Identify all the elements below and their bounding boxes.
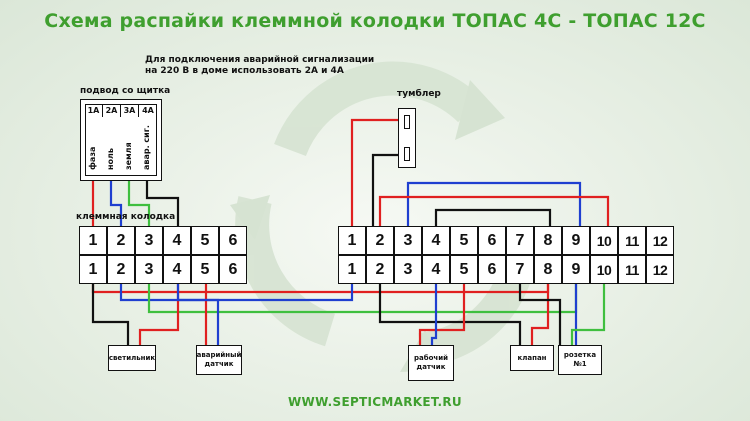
right-bottom-terminal-2: 2 — [366, 255, 394, 284]
supply-name-alarm: авар. сиг. — [142, 125, 151, 170]
device-lights: светильник — [108, 345, 156, 371]
supply-box — [80, 99, 162, 181]
right-bottom-terminal-1: 1 — [338, 255, 366, 284]
left-bottom-terminal-6: 6 — [219, 255, 247, 284]
right-bottom-terminal-7: 7 — [506, 255, 534, 284]
alarm-note-line-2: на 220 В в доме использовать 2А и 4А — [145, 66, 344, 76]
website-link[interactable]: WWW.SEPTICMARKET.RU — [288, 395, 462, 409]
right-top-jumpers — [378, 181, 610, 228]
supply-label: подвод со щитка — [80, 86, 171, 96]
left-bottom-terminal-2: 2 — [107, 255, 135, 284]
wire-earth — [127, 180, 151, 228]
left-bottom-terminal-3: 3 — [135, 255, 163, 284]
right-top-terminal-10: 10 — [590, 226, 618, 255]
device-work-sensor-line-2: датчик — [416, 363, 446, 371]
wire-rb-red — [418, 282, 466, 345]
wire-neutral — [109, 180, 123, 228]
supply-pin-3a: 3A — [121, 104, 139, 117]
toggle-contact-top — [404, 115, 410, 129]
terminal-label: клеммная колодка — [76, 212, 176, 222]
left-top-terminal-5: 5 — [191, 226, 219, 255]
wire-rb-green — [570, 282, 606, 345]
device-alarm-sensor-line-1: аварийный — [196, 351, 242, 359]
wire-lb-alarm-blue — [176, 282, 220, 345]
toggle-label: тумблер — [397, 89, 441, 99]
wire-toggle-red — [350, 118, 398, 228]
right-bottom-terminal-5: 5 — [450, 255, 478, 284]
toggle-wires — [350, 118, 398, 228]
wire-lb-black — [91, 282, 130, 345]
wire-rb-black2 — [518, 282, 562, 345]
right-bottom-terminal-3: 3 — [394, 255, 422, 284]
supply-wires — [91, 180, 180, 228]
device-socket: розетка №1 — [558, 345, 602, 375]
device-alarm-sensor: аварийный датчик — [196, 345, 242, 375]
right-top-terminal-6: 6 — [478, 226, 506, 255]
supply-name-earth: земля — [124, 142, 133, 170]
left-bottom-terminal-1: 1 — [79, 255, 107, 284]
right-bottom-terminal-4: 4 — [422, 255, 450, 284]
device-work-sensor: рабочий датчик — [408, 345, 454, 381]
left-bottom-terminal-4: 4 — [163, 255, 191, 284]
device-socket-line-2: №1 — [573, 360, 587, 368]
left-top-terminal-3: 3 — [135, 226, 163, 255]
left-bottom-terminal-5: 5 — [191, 255, 219, 284]
supply-box-inner — [85, 104, 157, 176]
wire-lb-blue — [119, 282, 354, 302]
left-top-terminal-1: 1 — [79, 226, 107, 255]
wire-rb-red2 — [530, 282, 550, 345]
supply-name-phase: фаза — [88, 146, 97, 170]
right-top-terminal-4: 4 — [422, 226, 450, 255]
right-top-terminal-7: 7 — [506, 226, 534, 255]
toggle-contact-bottom — [404, 147, 410, 161]
right-top-terminal-12: 12 — [646, 226, 674, 255]
wire-lb-red2 — [138, 282, 180, 345]
device-lights-label: светильник — [108, 353, 156, 362]
wire-jumper-red — [378, 195, 610, 228]
supply-name-neutral: ноль — [106, 148, 115, 170]
left-top-terminal-6: 6 — [219, 226, 247, 255]
supply-pin-4a: 4A — [142, 106, 154, 115]
wire-jumper-black — [434, 208, 552, 228]
right-bottom-terminal-6: 6 — [478, 255, 506, 284]
left-top-terminal-2: 2 — [107, 226, 135, 255]
alarm-note-line-1: Для подключения аварийной сигнализации — [145, 55, 375, 65]
right-bottom-terminal-9: 9 — [562, 255, 590, 284]
right-top-terminal-1: 1 — [338, 226, 366, 255]
right-top-terminal-8: 8 — [534, 226, 562, 255]
right-bottom-terminal-8: 8 — [534, 255, 562, 284]
device-work-sensor-line-1: рабочий — [413, 354, 449, 362]
right-top-terminal-2: 2 — [366, 226, 394, 255]
device-socket-line-1: розетка — [563, 351, 597, 359]
left-top-terminal-4: 4 — [163, 226, 191, 255]
wire-alarm — [145, 180, 180, 228]
supply-pin-1a: 1A — [85, 104, 103, 117]
wire-rb-blue — [430, 282, 438, 345]
right-top-terminal-5: 5 — [450, 226, 478, 255]
toggle-switch — [398, 108, 416, 168]
supply-pin-2a: 2A — [103, 104, 121, 117]
right-bottom-terminal-12: 12 — [646, 255, 674, 284]
wire-toggle-black — [371, 153, 398, 228]
right-bottom-wires — [378, 282, 606, 345]
right-top-terminal-11: 11 — [618, 226, 646, 255]
right-bottom-terminal-10: 10 — [590, 255, 618, 284]
device-alarm-sensor-line-2: датчик — [204, 360, 234, 368]
wire-jumper-blue — [406, 181, 582, 228]
wire-rb-black — [378, 282, 522, 345]
diagram-title: Схема распайки клеммной колодки ТОПАС 4С… — [44, 10, 706, 32]
right-top-terminal-9: 9 — [562, 226, 590, 255]
right-bottom-terminal-11: 11 — [618, 255, 646, 284]
device-valve-label: клапан — [517, 353, 547, 362]
alarm-note: Для подключения аварийной сигнализации н… — [145, 55, 374, 77]
right-top-terminal-3: 3 — [394, 226, 422, 255]
device-valve: клапан — [510, 345, 554, 371]
